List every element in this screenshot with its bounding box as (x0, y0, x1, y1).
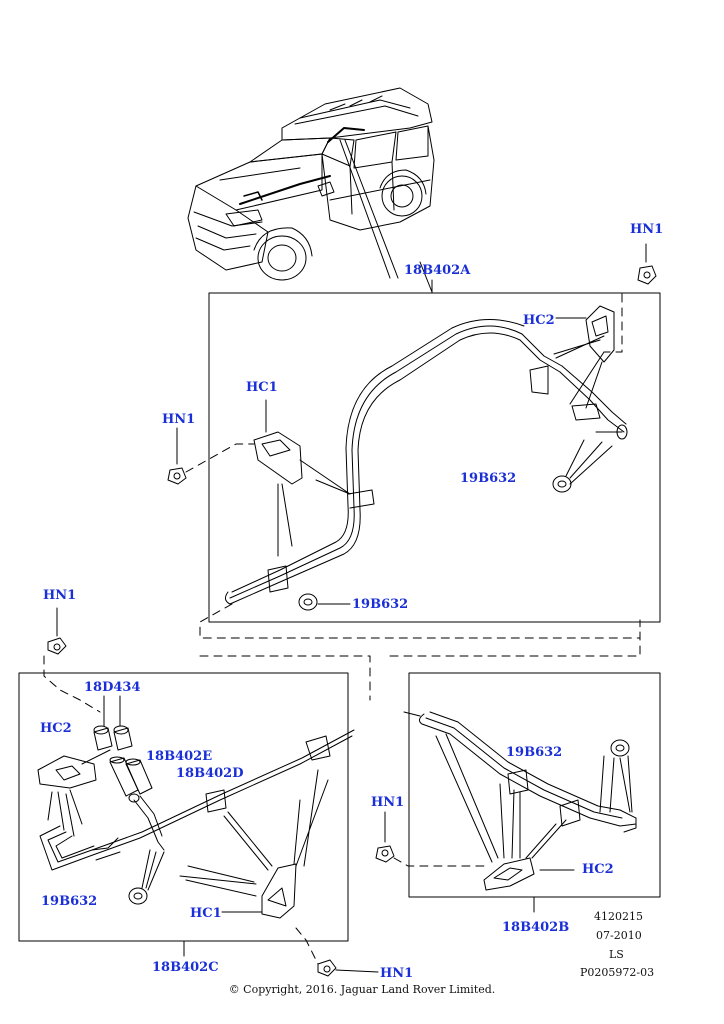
label-hc1-c[interactable]: HC1 (190, 906, 222, 921)
illustration-ref: P0205972-03 (580, 966, 655, 979)
label-hn1-mid[interactable]: HN1 (371, 795, 405, 810)
label-18B402C[interactable]: 18B402C (152, 960, 219, 975)
clamp-19B632-b (610, 739, 630, 757)
label-19B632-b[interactable]: 19B632 (506, 745, 563, 760)
pipe-18B402B (418, 711, 637, 833)
illustration-id: 4120215 (594, 910, 643, 923)
label-hc2-a[interactable]: HC2 (523, 313, 555, 328)
hc2-bracket-c (37, 755, 97, 789)
label-hc1-a[interactable]: HC1 (246, 380, 278, 395)
label-18B402D[interactable]: 18B402D (176, 766, 244, 781)
copyright-notice: © Copyright, 2016. Jaguar Land Rover Lim… (228, 983, 496, 996)
nut-hn1-top-right (637, 243, 657, 285)
label-hc2-b[interactable]: HC2 (582, 862, 614, 877)
label-hn1-left[interactable]: HN1 (162, 412, 196, 427)
label-18B402B[interactable]: 18B402B (502, 920, 570, 935)
hose-18B402D (125, 758, 153, 795)
label-18D434[interactable]: 18D434 (84, 680, 141, 695)
pipe-18B402C (39, 729, 355, 871)
label-18B402E[interactable]: 18B402E (146, 749, 213, 764)
hc1-bracket-a (253, 399, 303, 485)
illustration-date: 07-2010 (596, 929, 642, 942)
label-19B632-a-bottom[interactable]: 19B632 (352, 597, 409, 612)
label-18B402A[interactable]: 18B402A (404, 263, 471, 278)
illustration-code: LS (609, 948, 624, 961)
nut-hn1-left (167, 427, 187, 485)
clamp-19B632-a-bottom (298, 593, 318, 611)
pipe-18B402A (224, 318, 628, 605)
box-18B402A (208, 292, 661, 623)
vehicle-illustration (187, 87, 435, 293)
hose-18B402E (109, 756, 139, 797)
label-hn1-bottom[interactable]: HN1 (380, 966, 414, 981)
hc2-bracket-a (555, 305, 615, 363)
label-hc2-c[interactable]: HC2 (40, 721, 72, 736)
label-hn1-lower-left[interactable]: HN1 (43, 588, 77, 603)
nut-hn1-mid (375, 811, 395, 863)
plugs-18D434 (93, 695, 133, 751)
nut-hn1-bottom (317, 959, 379, 977)
nut-hn1-lower-left (47, 607, 67, 655)
label-19B632-c[interactable]: 19B632 (41, 894, 98, 909)
clamp-19B632-c (128, 887, 148, 905)
hc1-bracket-c (261, 863, 297, 919)
hc2-bracket-b (483, 857, 535, 891)
label-19B632-a-right[interactable]: 19B632 (460, 471, 517, 486)
clamp-19B632-a-right (552, 475, 572, 493)
label-hn1-top-right[interactable]: HN1 (630, 222, 664, 237)
